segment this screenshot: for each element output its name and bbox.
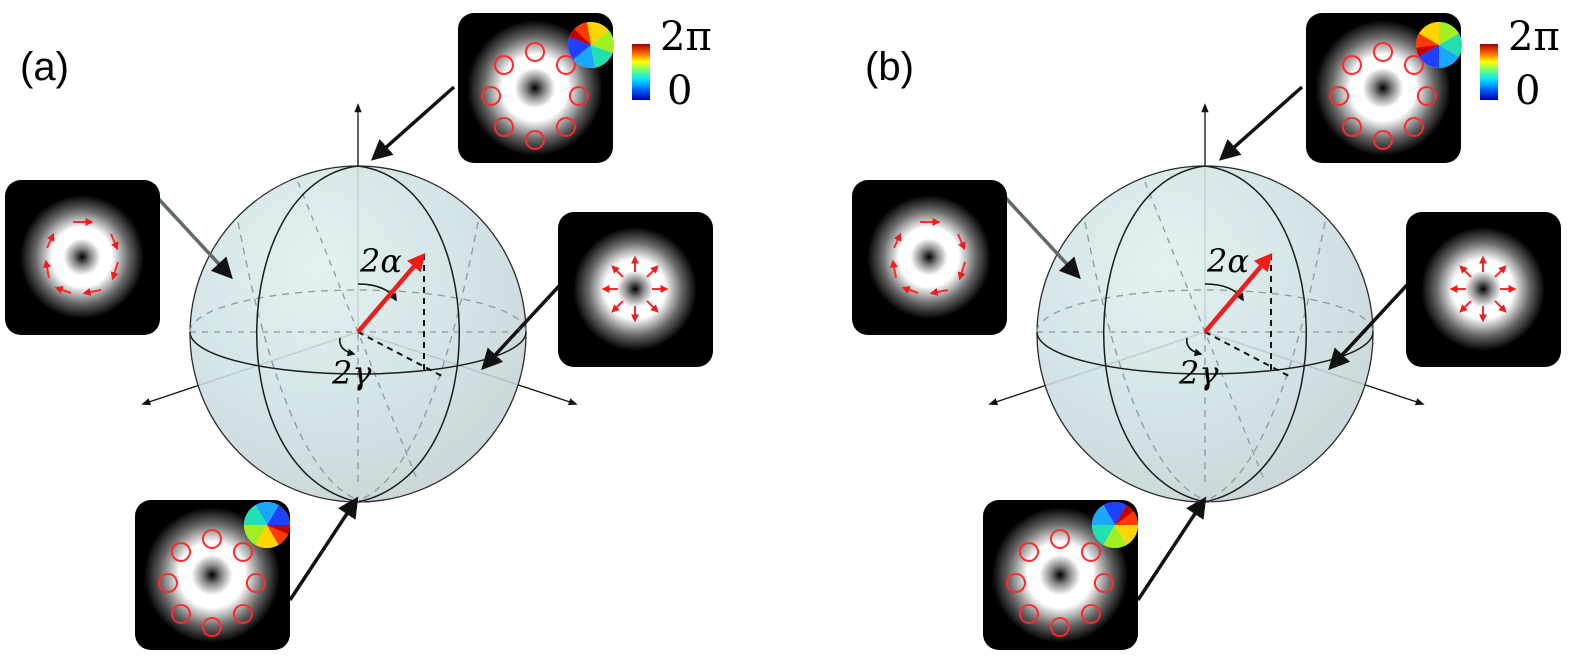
colorbar-max-label-a: 2π	[660, 14, 712, 60]
north-pole-inset-b	[1305, 12, 1471, 164]
south-pole-inset-a	[134, 499, 291, 651]
sphere-a: 2α 2γ	[143, 105, 576, 502]
gamma-angle-label-b: 2γ	[1178, 354, 1219, 392]
azimuthal-inset-b	[852, 180, 1007, 335]
pointer-arrows-a	[153, 85, 562, 601]
panel-a: (a) 2α 2γ 2π 0	[5, 12, 713, 651]
phase-wheel-icon	[244, 502, 290, 548]
north-pole-inset-a	[457, 12, 621, 164]
sphere-b: 2α 2γ	[990, 105, 1423, 502]
colorbar-a: 2π 0	[632, 14, 712, 114]
colorbar-b: 2π 0	[1480, 14, 1560, 114]
south-pole-inset-b	[982, 493, 1147, 651]
radial-inset-a	[558, 212, 713, 367]
panel-b-label: (b)	[865, 45, 914, 89]
alpha-angle-label-b: 2α	[1206, 242, 1249, 280]
azimuthal-inset-a	[5, 180, 160, 335]
colorbar-min-label-a: 0	[667, 68, 692, 114]
panel-a-label: (a)	[20, 45, 69, 89]
colorbar-max-label-b: 2π	[1508, 14, 1560, 60]
gamma-angle-label-a: 2γ	[331, 354, 372, 392]
panel-b: (b) 2α 2γ 2π 0	[852, 12, 1561, 651]
colorbar-min-label-b: 0	[1515, 68, 1540, 114]
alpha-angle-label-a: 2α	[359, 242, 402, 280]
radial-inset-b	[1406, 212, 1561, 367]
pointer-arrows-b	[1001, 85, 1409, 601]
